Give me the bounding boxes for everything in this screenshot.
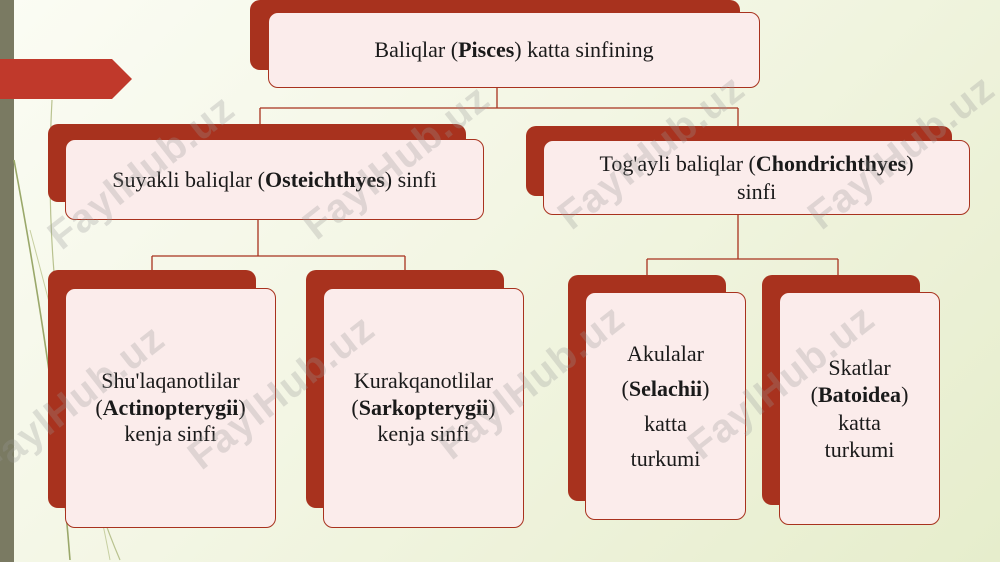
sarkopterygii-node: Kurakqanotlilar(Sarkopterygii)kenja sinf… [306,270,524,528]
arrow-tab [0,59,132,99]
root-label: Baliqlar (Pisces) katta sinfining [268,12,760,88]
sarkopterygii-label: Kurakqanotlilar(Sarkopterygii)kenja sinf… [323,288,524,528]
chondrichthyes-label: Tog'ayli baliqlar (Chondrichthyes)sinfi [543,140,970,215]
root-node: Baliqlar (Pisces) katta sinfining [250,0,760,90]
chondrichthyes-node: Tog'ayli baliqlar (Chondrichthyes)sinfi [526,126,970,215]
actinopterygii-label: Shu'laqanotlilar(Actinopterygii)kenja si… [65,288,276,528]
actinopterygii-node: Shu'laqanotlilar(Actinopterygii)kenja si… [48,270,276,528]
osteichthyes-node: Suyakli baliqlar (Osteichthyes) sinfi [48,124,484,220]
side-bar-decoration [0,0,14,562]
osteichthyes-label: Suyakli baliqlar (Osteichthyes) sinfi [65,139,484,220]
